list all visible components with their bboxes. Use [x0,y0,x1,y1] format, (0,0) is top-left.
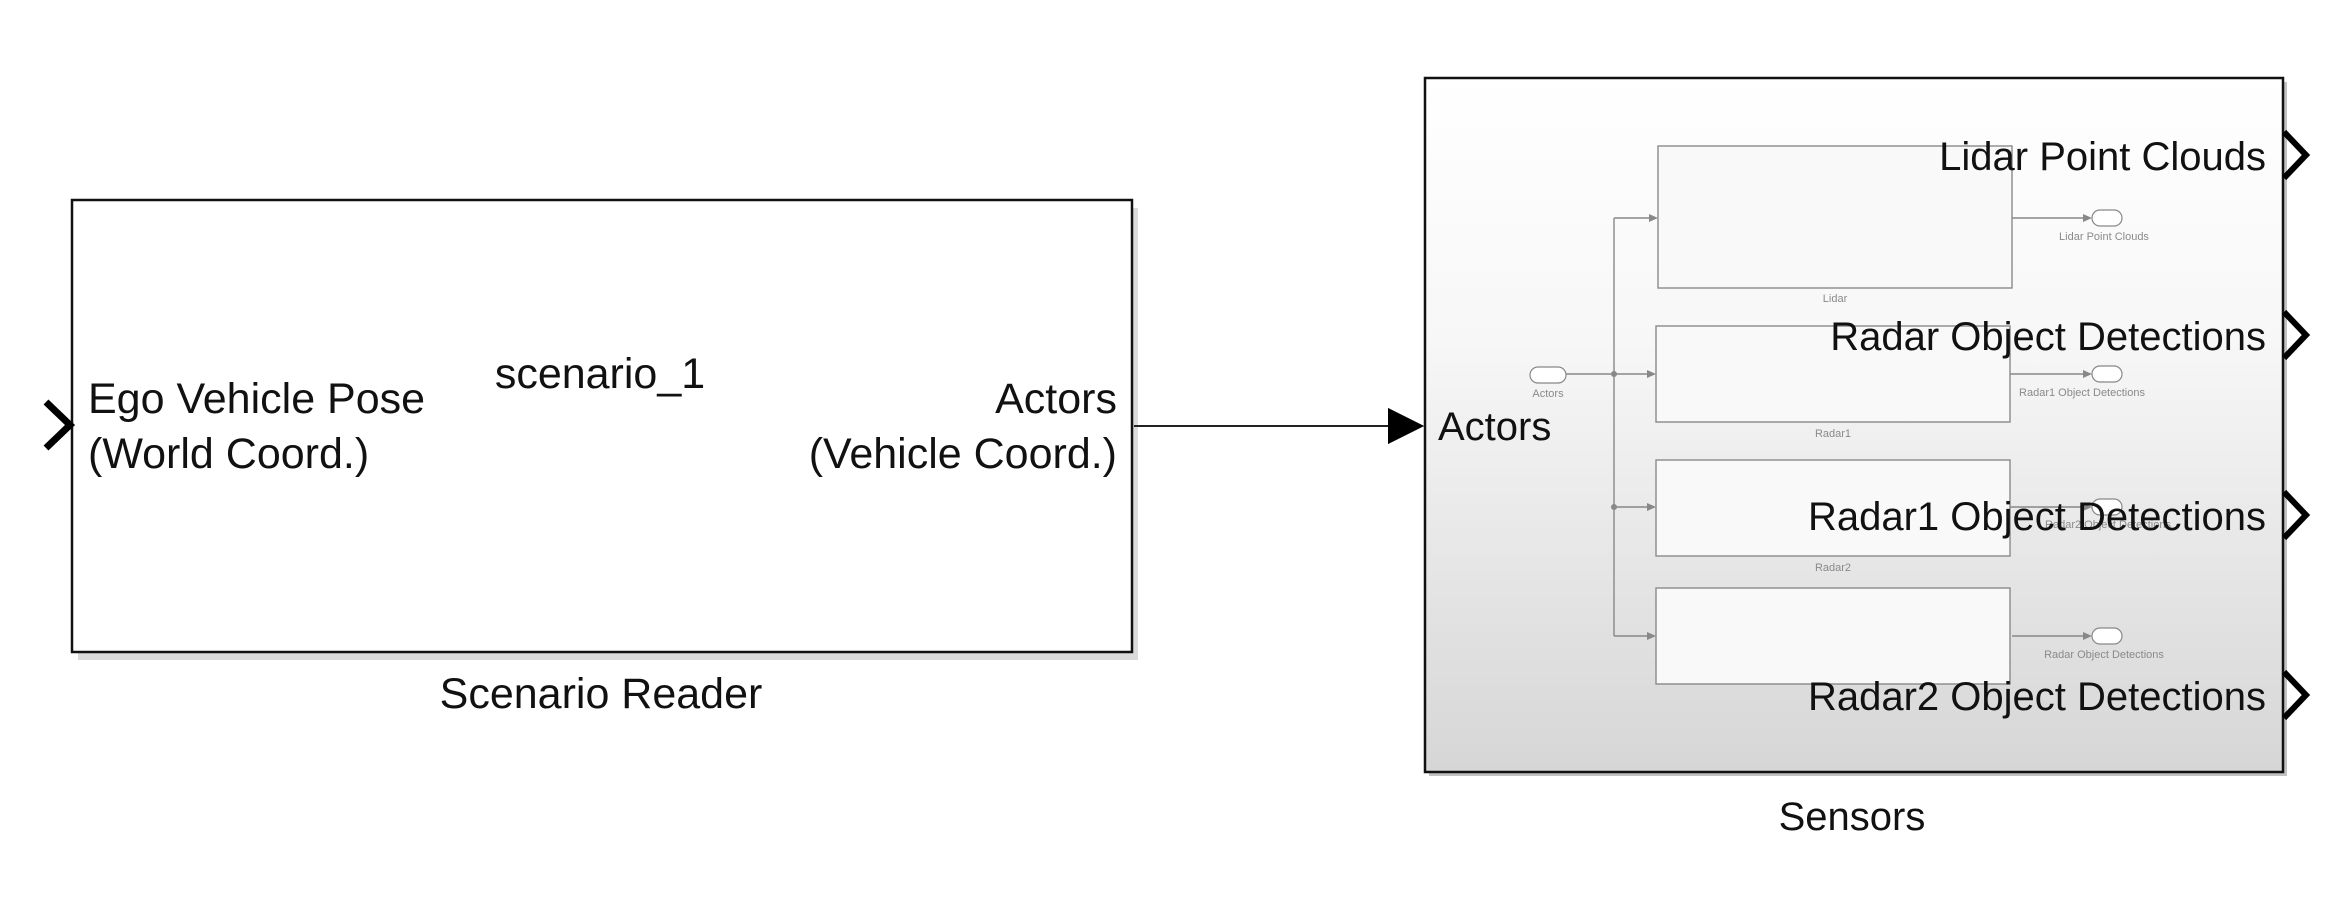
preview-radar2-block [1655,459,2011,557]
ego-pose-label-line1: Ego Vehicle Pose [88,375,425,423]
output-label-radar2-object-detections: Radar2 Object Detections [1808,675,2266,719]
actors-output-label-line1: Actors [995,375,1117,423]
preview-outport-1 [2091,209,2123,227]
preview-outport-4 [2091,627,2123,645]
sensors-subsystem-block[interactable]: Actors Lidar Radar1 Radar2 [1388,76,2311,776]
preview-outport-1-label: Lidar Point Clouds [2059,231,2149,243]
output-port-radar2-icon[interactable] [2281,669,2311,721]
preview-radar1-label: Radar1 [1815,428,1851,440]
output-label-lidar-point-clouds: Lidar Point Clouds [1939,135,2266,179]
output-label-radar-object-detections: Radar Object Detections [1830,315,2266,359]
preview-radar2-label: Radar2 [1815,562,1851,574]
sensors-input-label: Actors [1438,405,1551,449]
preview-outport-3 [2091,498,2123,516]
preview-outport-2 [2091,365,2123,383]
sensors-block-name[interactable]: Sensors [1779,795,1926,839]
ego-pose-input-port-icon[interactable] [43,399,76,451]
preview-lidar-block [1657,145,2013,289]
preview-outport-2-label: Radar1 Object Detections [2019,387,2145,399]
scenario-reader-body[interactable] [70,198,1134,654]
actors-output-label-line2: (Vehicle Coord.) [809,430,1117,478]
subsystem-preview: Actors Lidar Radar1 Radar2 [1529,145,2171,685]
preview-inport [1529,366,1567,384]
actors-signal-line[interactable] [1134,408,1424,444]
scenario-reader-block-name[interactable]: Scenario Reader [440,670,763,718]
preview-outport-3-label: Radar2 Object Detections [2045,519,2171,531]
preview-outport-4-label: Radar Object Detections [2044,649,2164,661]
scenario-name-label: scenario_1 [495,350,705,398]
preview-radar1-block [1655,325,2011,423]
preview-lidar-label: Lidar [1823,293,1848,305]
output-port-radar-icon[interactable] [2281,309,2311,361]
preview-radar-block [1655,587,2011,685]
output-label-radar1-object-detections: Radar1 Object Detections [1808,495,2266,539]
output-port-lidar-icon[interactable] [2281,129,2311,181]
scenario-reader-block[interactable]: Ego Vehicle Pose (World Coord.) scenario… [43,198,1138,660]
sensors-input-port-icon[interactable] [1388,408,1424,444]
output-port-radar1-icon[interactable] [2281,489,2311,541]
preview-inport-label: Actors [1532,388,1564,400]
ego-pose-label-line2: (World Coord.) [88,430,369,478]
